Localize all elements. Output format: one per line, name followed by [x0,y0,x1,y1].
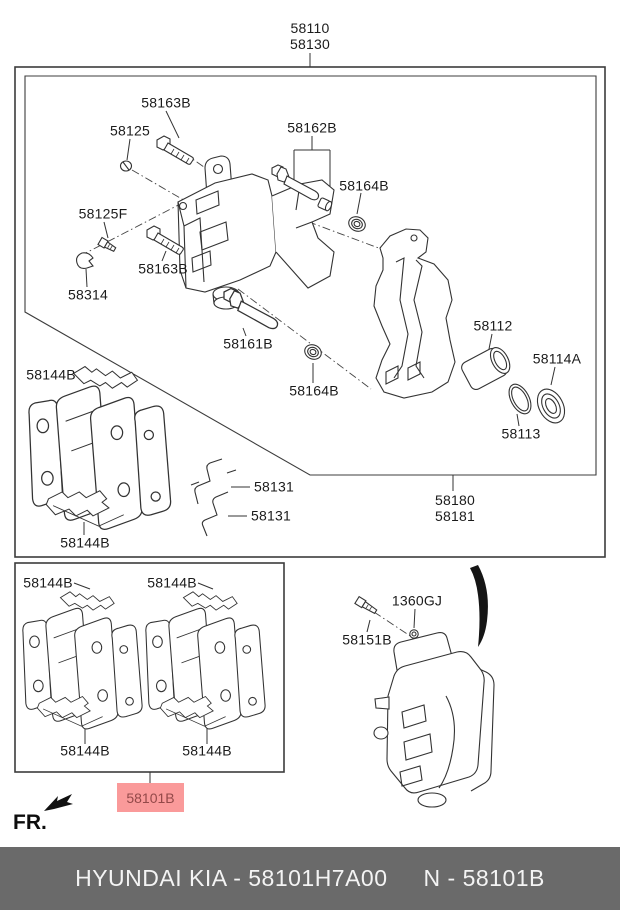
kit-label-set1-bottom: 58144B [60,742,110,759]
pad-spring-clips-drawing [190,458,237,537]
part-label-58125f: 58125F [78,205,128,222]
pad-kit-set2-drawing [145,591,266,730]
part-label-guide-rod-upper: 58162B [287,119,337,136]
swoosh-mark [470,565,488,647]
caliper-assembly-drawing [354,565,495,808]
carrier-bracket-drawing [373,228,456,399]
kit-label-set1-top: 58144B [23,574,73,591]
caliper-body-drawing [177,155,335,310]
highlighted-part-callout-58101b[interactable]: 58101B [117,783,184,812]
part-label-58125: 58125 [110,122,150,139]
part-label-washer-1360gj: 1360GJ [391,592,443,609]
footer-reference-code: N - 58101B [423,865,545,891]
part-label-pad-retainer-top: 58144B [26,366,76,383]
carrier-code-2: 58181 [435,508,475,524]
kit-label-set2-top: 58144B [147,574,197,591]
hardware-parts-drawing [76,135,369,363]
pad-set-exploded-drawing [28,365,172,530]
part-label-piston: 58112 [473,317,513,334]
kit-label-set2-bottom: 58144B [182,742,232,759]
part-label-seal: 58113 [501,425,541,442]
part-label-bushing-lower: 58164B [289,382,339,399]
carrier-code-1: 58180 [435,492,475,508]
part-label-bushing-upper: 58164B [339,177,389,194]
assembly-label-58110-58130: 58110 58130 [290,20,330,52]
carrier-label-58180-58181: 58180 58181 [435,492,475,524]
front-direction-label: FR. [13,811,47,834]
assembly-code-1: 58110 [290,20,330,36]
part-label-pad-spring-b: 58131 [251,507,291,524]
pad-kit-set1-drawing [22,591,143,730]
part-label-bleeder-58151b: 58151B [342,631,392,648]
footer-part-number-bar: HYUNDAI KIA - 58101H7A00 N - 58101B [0,847,620,910]
part-label-bolt-lower: 58163B [138,260,188,277]
part-label-pad-retainer-bottom: 58144B [60,534,110,551]
part-label-58314: 58314 [68,286,108,303]
part-label-pad-spring-a: 58131 [254,478,294,495]
footer-brand-part-number: HYUNDAI KIA - 58101H7A00 [75,865,388,891]
part-label-boot: 58114A [532,350,582,367]
highlighted-part-code: 58101B [126,789,175,806]
fr-direction-arrow-icon [44,794,73,811]
part-label-guide-rod-lower: 58161B [223,335,273,352]
assembly-code-2: 58130 [290,36,330,52]
piston-seal-boot-drawing [461,347,566,424]
part-label-bolt-upper: 58163B [141,94,191,111]
